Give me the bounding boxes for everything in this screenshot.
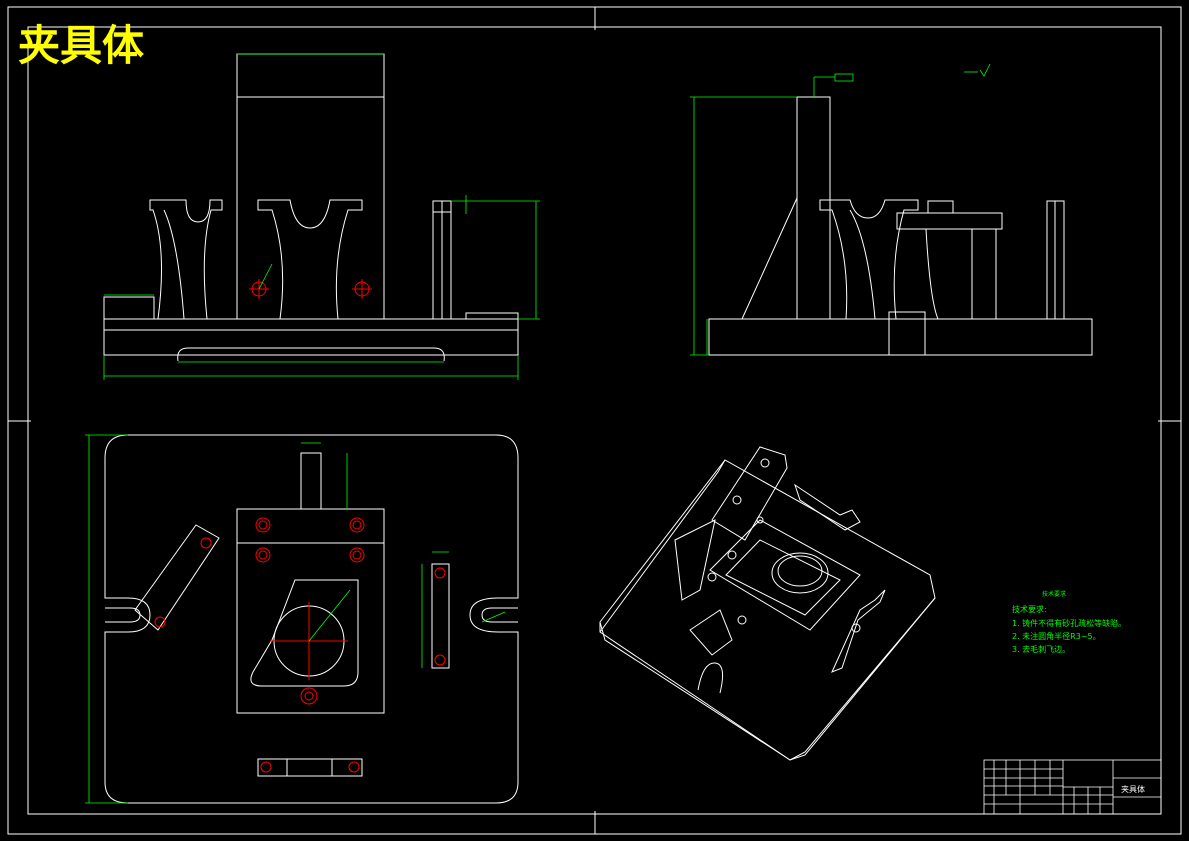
sheet-border (7, 6, 1182, 835)
side-view-dims (690, 73, 854, 356)
tech-req-item: 3. 去毛刺飞边。 (1012, 644, 1070, 654)
roughness-symbol (964, 63, 991, 77)
top-view-holes (154, 517, 446, 773)
isometric-view (599, 446, 936, 761)
front-view (103, 53, 519, 362)
tech-req-title: 技术要求: (1012, 604, 1047, 614)
top-view (104, 434, 519, 804)
drawing-title: 夹具体 (18, 21, 144, 70)
top-view-dims (85, 434, 506, 804)
title-block (983, 759, 1162, 815)
side-view (708, 96, 1093, 356)
front-view-dims (103, 53, 540, 380)
tech-req-item: 2. 未注圆角半径R3~5。 (1012, 631, 1101, 641)
front-view-holes (249, 279, 372, 299)
title-block-part-name: 夹具体 (1121, 784, 1145, 794)
tech-req-item: 1. 铸件不得有砂孔疏松等缺陷。 (1012, 618, 1126, 628)
tech-req-heading: 技术要求 (1042, 590, 1066, 598)
